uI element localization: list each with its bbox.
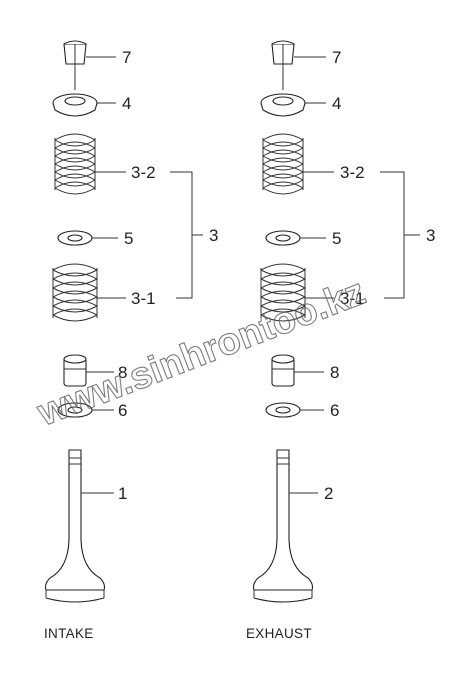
intake-label-stem-seal: 8 [118, 363, 127, 382]
exhaust-outer-spring [262, 133, 304, 195]
exhaust-labels: 7 4 3-2 3 5 3-1 8 6 2 [324, 48, 435, 503]
intake-label-outer-spring: 3-2 [131, 163, 156, 182]
exhaust-spring-seat [265, 230, 301, 246]
exhaust-lower-spring-seat [265, 402, 301, 418]
exhaust-caption: EXHAUST [246, 626, 312, 641]
intake-valve-stem-seal [63, 354, 87, 387]
intake-lower-spring-seat [57, 402, 93, 418]
intake-valve [44, 449, 106, 603]
exhaust-spring-retainer [260, 93, 306, 117]
exhaust-label-inner-spring: 3-1 [340, 289, 365, 308]
exhaust-valve-stem-seal [271, 354, 295, 387]
exhaust-label-spring-assembly: 3 [426, 226, 435, 245]
exhaust-label-stem-seal: 8 [330, 363, 339, 382]
intake-caption: INTAKE [44, 626, 94, 641]
exhaust-valve [252, 449, 314, 603]
intake-label-spring-assembly: 3 [209, 226, 218, 245]
exhaust-valve-keeper [271, 40, 295, 90]
exhaust-label-valve: 2 [324, 484, 333, 503]
intake-label-lower-seat: 6 [118, 401, 127, 420]
exhaust-label-keeper: 7 [332, 48, 341, 67]
intake-spring-seat [57, 230, 93, 246]
intake-assembly [44, 40, 106, 603]
intake-label-retainer: 4 [122, 94, 131, 113]
leader-lines [81, 56, 420, 494]
exhaust-inner-spring [260, 263, 306, 322]
exhaust-label-retainer: 4 [332, 94, 341, 113]
intake-outer-spring [54, 133, 96, 195]
intake-spring-retainer [52, 93, 98, 117]
exhaust-label-spring-seat: 5 [332, 229, 341, 248]
intake-label-spring-seat: 5 [124, 229, 133, 248]
intake-label-keeper: 7 [122, 48, 131, 67]
intake-labels: 7 4 3-2 3 5 3-1 8 6 1 [118, 48, 218, 503]
exhaust-assembly [252, 40, 314, 603]
intake-valve-keeper [63, 40, 87, 90]
intake-label-valve: 1 [118, 484, 127, 503]
exhaust-label-lower-seat: 6 [330, 401, 339, 420]
exhaust-label-outer-spring: 3-2 [340, 163, 365, 182]
intake-label-inner-spring: 3-1 [131, 289, 156, 308]
intake-inner-spring [52, 263, 98, 322]
